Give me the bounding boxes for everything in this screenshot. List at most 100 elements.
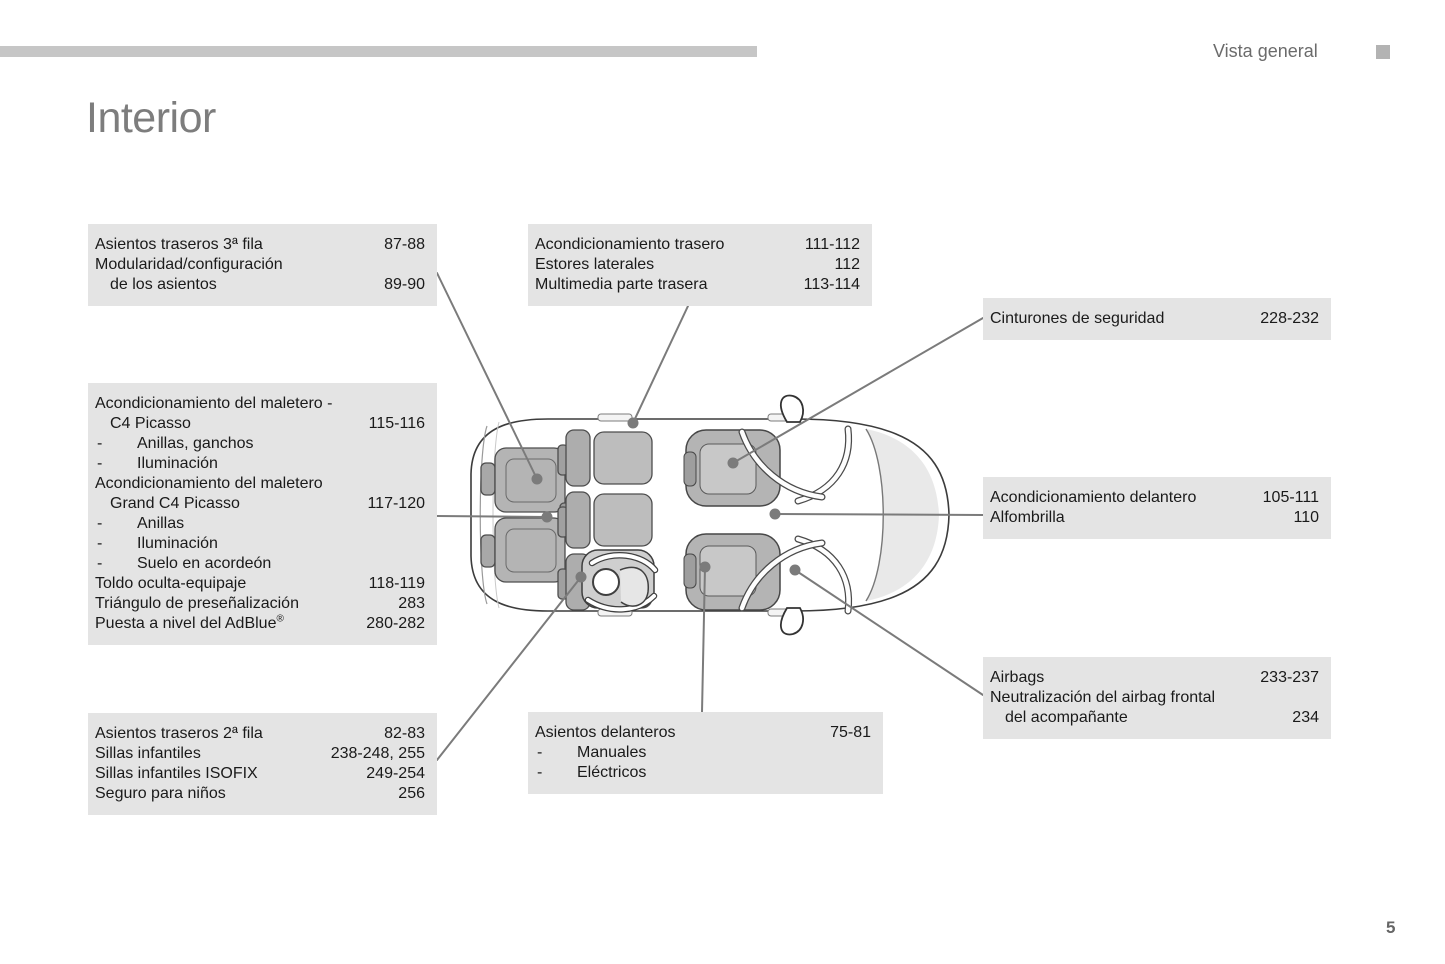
callout-label: Airbags bbox=[990, 669, 1045, 686]
callout-pages: 75-81 bbox=[830, 724, 871, 741]
callout-pages bbox=[863, 763, 871, 783]
callout-label: Acondicionamiento trasero bbox=[535, 236, 725, 253]
callout-pages: 118-119 bbox=[368, 575, 425, 592]
callout-label: -Anillas bbox=[97, 515, 185, 532]
callout-pages: 105-111 bbox=[1262, 489, 1319, 506]
callout-row: -Anillas, ganchos bbox=[95, 434, 425, 454]
callout-pages: 110 bbox=[1293, 509, 1319, 526]
header-rule bbox=[0, 46, 757, 57]
callout-label: Acondicionamiento delantero bbox=[990, 489, 1197, 506]
callout-label: Puesta a nivel del AdBlue® bbox=[95, 613, 284, 632]
callout-row: Sillas infantiles 238-248, 255 bbox=[95, 744, 425, 764]
callout-row: Asientos traseros 3ª fila 87-88 bbox=[95, 235, 425, 255]
callout-label: -Suelo en acordeón bbox=[97, 555, 272, 572]
callout-seat-belts: Cinturones de seguridad 228-232 bbox=[983, 298, 1331, 340]
callout-label: Sillas infantiles bbox=[95, 745, 201, 762]
callout-row: Acondicionamiento del maletero - bbox=[95, 394, 425, 414]
callout-pages bbox=[417, 255, 425, 275]
seat-belts-straps bbox=[738, 425, 853, 615]
callout-row: -Iluminación bbox=[95, 454, 425, 474]
callout-label: Multimedia parte trasera bbox=[535, 276, 708, 293]
callout-pages: 233-237 bbox=[1260, 669, 1319, 686]
callout-pages: 238-248, 255 bbox=[330, 745, 425, 762]
callout-label: -Manuales bbox=[537, 744, 647, 761]
callout-label: Grand C4 Picasso bbox=[110, 495, 240, 512]
callout-row: Airbags 233-237 bbox=[990, 668, 1319, 688]
callout-pages: 82-83 bbox=[384, 725, 425, 742]
callout-row: Cinturones de seguridad 228-232 bbox=[990, 309, 1319, 329]
section-label: Vista general bbox=[1213, 41, 1318, 61]
callout-pages bbox=[417, 454, 425, 474]
callout-rear-seats-2nd-row: Asientos traseros 2ª fila 82-83 Sillas i… bbox=[88, 713, 437, 815]
callout-row: Neutralización del airbag frontal bbox=[990, 688, 1319, 708]
rear-window bbox=[479, 425, 488, 605]
page-number: 5 bbox=[1386, 918, 1396, 937]
callout-label: Sillas infantiles ISOFIX bbox=[95, 765, 258, 782]
callout-label: Seguro para niños bbox=[95, 785, 226, 802]
callout-pages: 283 bbox=[398, 595, 425, 612]
callout-row: Triángulo de preseñalización 283 bbox=[95, 594, 425, 614]
callout-label: Asientos traseros 3ª fila bbox=[95, 236, 263, 253]
callout-label: C4 Picasso bbox=[110, 415, 191, 432]
callout-pages: 111-112 bbox=[804, 236, 860, 253]
callout-pages: 228-232 bbox=[1260, 310, 1319, 327]
callout-row: Acondicionamiento del maletero bbox=[95, 474, 425, 494]
callout-row: -Anillas bbox=[95, 514, 425, 534]
callout-row: Toldo oculta-equipaje 118-119 bbox=[95, 574, 425, 594]
callout-dots bbox=[531, 417, 801, 583]
callout-pages bbox=[417, 514, 425, 534]
callout-front-comfort: Acondicionamiento delantero 105-111 Alfo… bbox=[983, 477, 1331, 539]
callout-pages bbox=[863, 743, 871, 763]
callout-label: Alfombrilla bbox=[990, 509, 1065, 526]
callout-label: -Anillas, ganchos bbox=[97, 435, 254, 452]
callout-label: del acompañante bbox=[1005, 709, 1128, 726]
registered-trademark-icon: ® bbox=[276, 613, 284, 625]
callout-pages bbox=[417, 534, 425, 554]
callout-row: Acondicionamiento trasero 111-112 bbox=[535, 235, 860, 255]
callout-row: de los asientos 89-90 bbox=[95, 275, 425, 295]
callout-pages bbox=[1311, 688, 1319, 708]
callout-label: de los asientos bbox=[110, 276, 217, 293]
callout-row: Grand C4 Picasso 117-120 bbox=[95, 494, 425, 514]
dash-bullet: - bbox=[537, 744, 543, 761]
page-title: Interior bbox=[86, 94, 216, 142]
callout-pages: 256 bbox=[398, 785, 425, 802]
callout-label: Neutralización del airbag frontal bbox=[990, 689, 1216, 706]
callout-row: Puesta a nivel del AdBlue® 280-282 bbox=[95, 614, 425, 634]
dash-bullet: - bbox=[97, 555, 103, 572]
callout-label: Asientos delanteros bbox=[535, 724, 676, 741]
callout-label: -Iluminación bbox=[97, 455, 218, 472]
callout-front-seats: Asientos delanteros 75-81 -Manuales -Elé… bbox=[528, 712, 883, 794]
callout-row: -Iluminación bbox=[95, 534, 425, 554]
callout-pages: 112 bbox=[834, 256, 860, 273]
callout-pages: 280-282 bbox=[366, 615, 425, 632]
callout-pages: 89-90 bbox=[384, 276, 425, 293]
callout-row: Estores laterales 112 bbox=[535, 255, 860, 275]
callout-row: Asientos traseros 2ª fila 82-83 bbox=[95, 724, 425, 744]
dash-bullet: - bbox=[537, 764, 543, 781]
dash-bullet: - bbox=[97, 435, 103, 452]
callout-row: -Suelo en acordeón bbox=[95, 554, 425, 574]
callout-rear-comfort: Acondicionamiento trasero 111-112 Estore… bbox=[528, 224, 872, 306]
callout-row: C4 Picasso 115-116 bbox=[95, 414, 425, 434]
callout-row: del acompañante 234 bbox=[990, 708, 1319, 728]
callout-row: Multimedia parte trasera 113-114 bbox=[535, 275, 860, 295]
callout-label: Acondicionamiento del maletero bbox=[95, 475, 323, 492]
callout-pages: 115-116 bbox=[368, 415, 425, 432]
child-seat bbox=[581, 549, 659, 613]
callout-row: Alfombrilla 110 bbox=[990, 508, 1319, 528]
callout-row: Asientos delanteros 75-81 bbox=[535, 723, 871, 743]
callout-row: Acondicionamiento delantero 105-111 bbox=[990, 488, 1319, 508]
callout-label: Estores laterales bbox=[535, 256, 655, 273]
mirror-right bbox=[780, 607, 804, 636]
callout-label: Cinturones de seguridad bbox=[990, 310, 1165, 327]
callout-row: Modularidad/configuración bbox=[95, 255, 425, 275]
callout-pages bbox=[417, 474, 425, 494]
callout-row: Sillas infantiles ISOFIX 249-254 bbox=[95, 764, 425, 784]
callout-pages bbox=[417, 394, 425, 414]
section-marker-icon bbox=[1376, 45, 1390, 59]
callout-rear-seats-3rd-row: Asientos traseros 3ª fila 87-88 Modulari… bbox=[88, 224, 437, 306]
callout-row: -Eléctricos bbox=[535, 763, 871, 783]
dash-bullet: - bbox=[97, 535, 103, 552]
